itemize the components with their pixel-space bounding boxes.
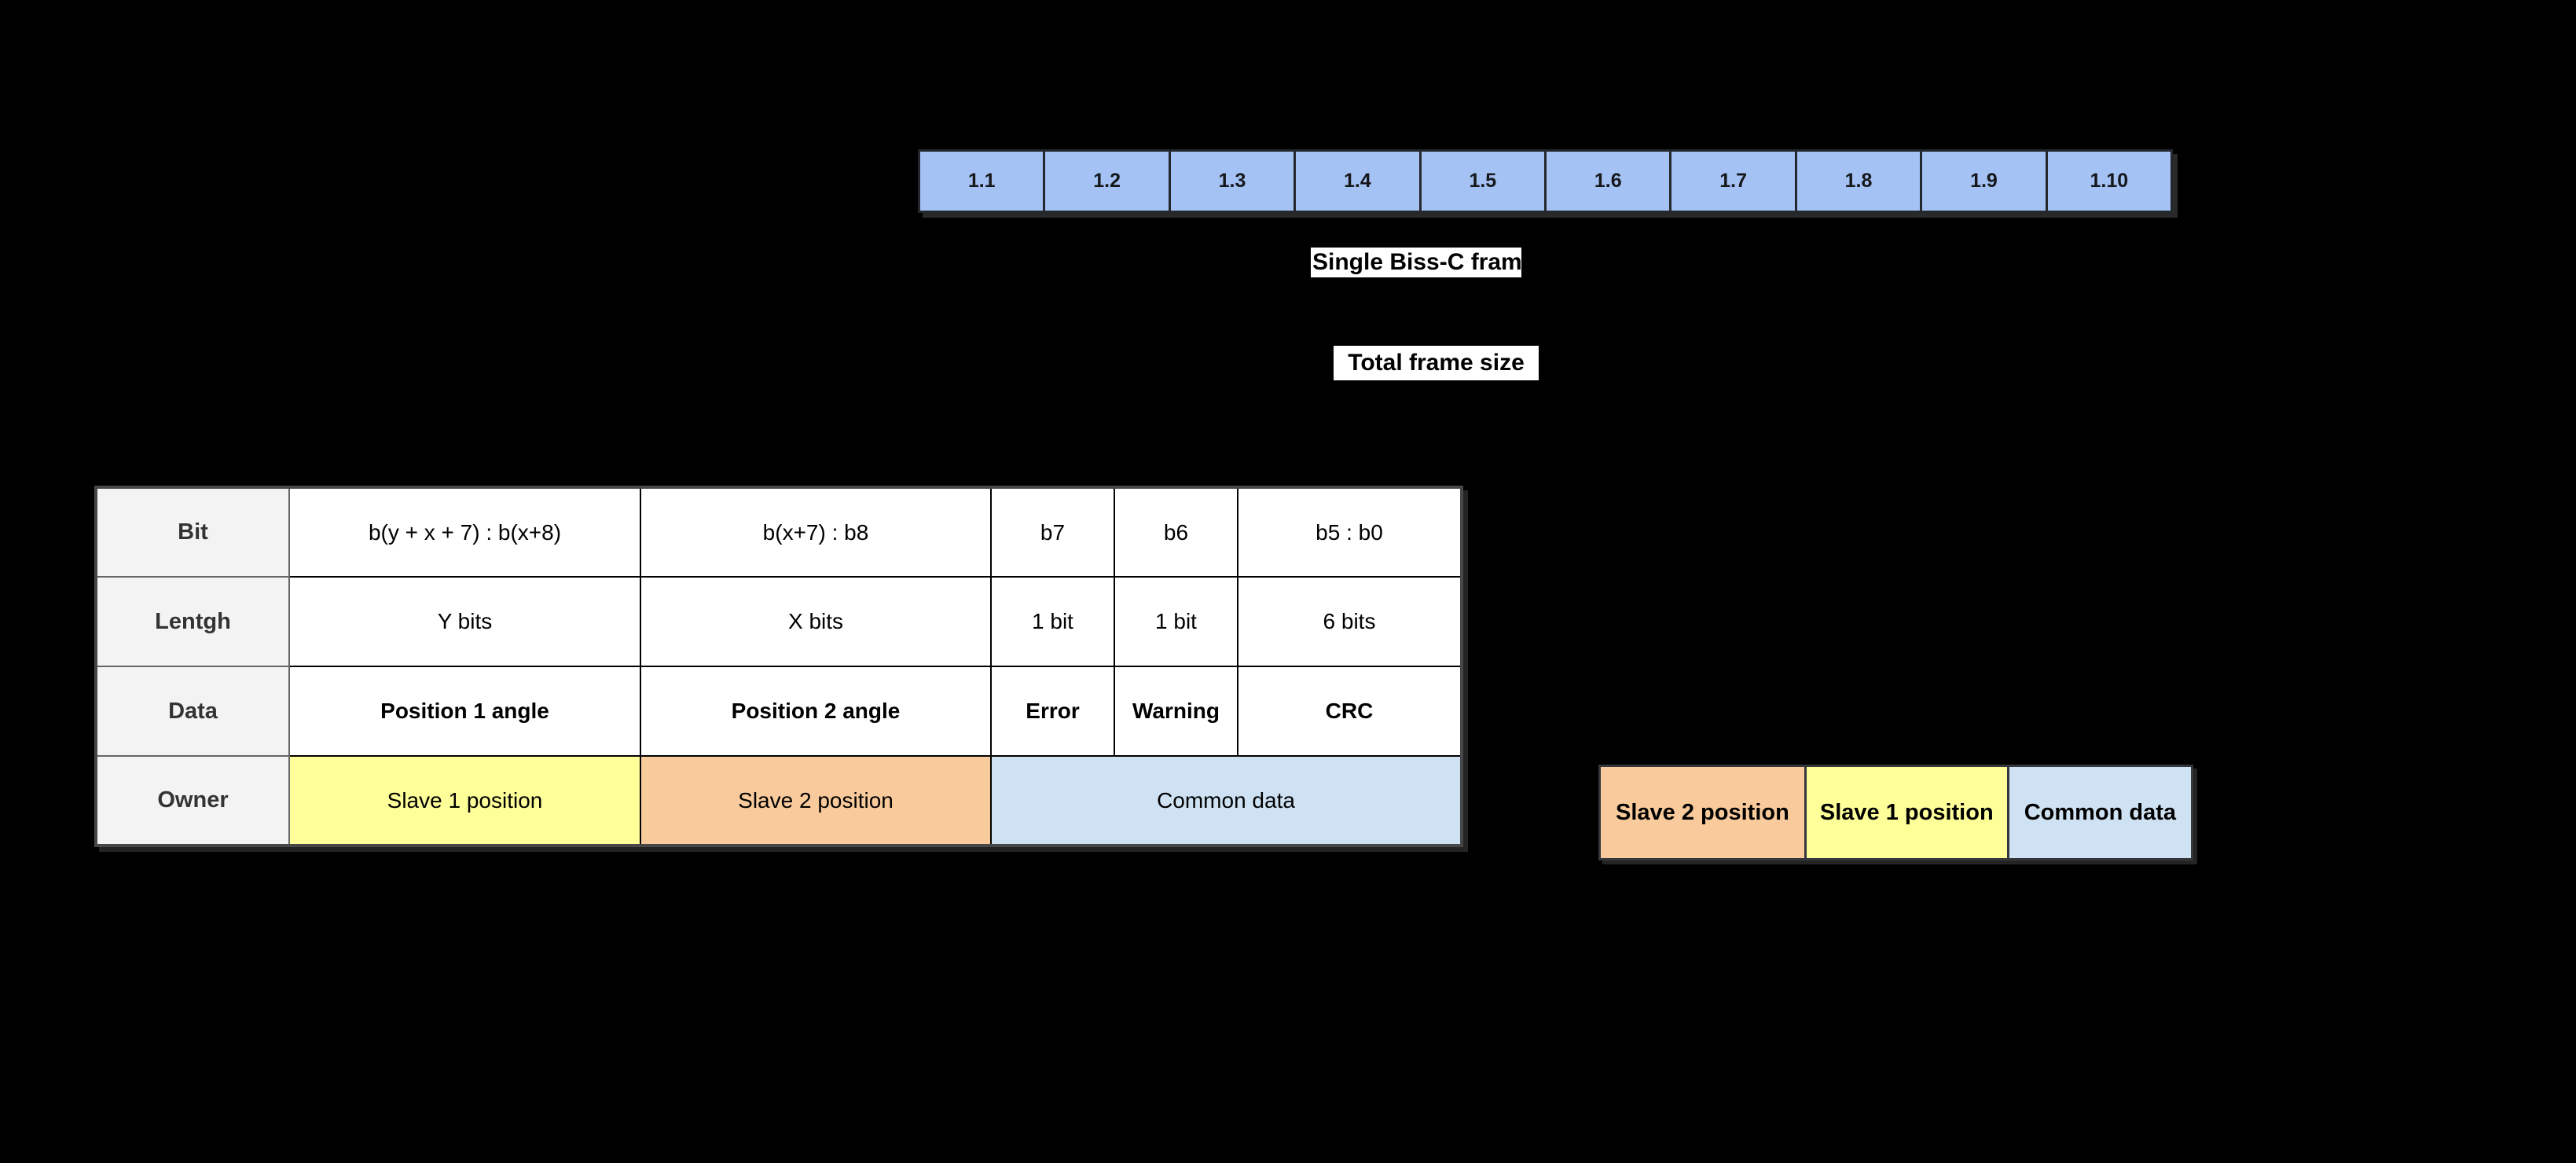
total-frame-size-caption: Total frame size bbox=[1334, 346, 1539, 380]
table-row-owner: Owner Slave 1 position Slave 2 position … bbox=[95, 755, 1462, 846]
frame-cell-1-8: 1.8 bbox=[1794, 152, 1921, 211]
table-row-data: Data Position 1 angle Position 2 angle E… bbox=[95, 666, 1462, 757]
owner-slave1-position: Slave 1 position bbox=[288, 755, 641, 846]
owner-slave2-position: Slave 2 position bbox=[640, 755, 992, 846]
row-header-length: Lentgh bbox=[95, 576, 290, 667]
length-1bit-error: 1 bit bbox=[990, 576, 1115, 667]
frame-cell-1-10: 1.10 bbox=[2045, 152, 2171, 211]
owner-common-data: Common data bbox=[990, 755, 1462, 846]
single-frame-caption: Single Biss-C frame bbox=[1311, 248, 1521, 277]
frame-cell-1-3: 1.3 bbox=[1168, 152, 1294, 211]
data-position1-angle: Position 1 angle bbox=[288, 666, 641, 757]
data-warning: Warning bbox=[1114, 666, 1238, 757]
data-position2-angle: Position 2 angle bbox=[640, 666, 992, 757]
frame-sequence-row: 1.1 1.2 1.3 1.4 1.5 1.6 1.7 1.8 1.9 1.10 bbox=[918, 149, 2173, 213]
table-row-bit: Bit b(y + x + 7) : b(x+8) b(x+7) : b8 b7… bbox=[95, 486, 1462, 578]
row-header-data: Data bbox=[95, 666, 290, 757]
data-error: Error bbox=[990, 666, 1115, 757]
length-1bit-warning: 1 bit bbox=[1114, 576, 1238, 667]
bit-b6: b6 bbox=[1114, 486, 1238, 578]
legend-common-data: Common data bbox=[2006, 767, 2191, 858]
length-y-bits: Y bits bbox=[288, 576, 641, 667]
bit-b5-b0: b5 : b0 bbox=[1237, 486, 1462, 578]
length-6bits-crc: 6 bits bbox=[1237, 576, 1462, 667]
row-header-owner: Owner bbox=[95, 755, 290, 846]
legend-slave1-position: Slave 1 position bbox=[1804, 767, 2007, 858]
data-crc: CRC bbox=[1237, 666, 1462, 757]
frame-cell-1-5: 1.5 bbox=[1418, 152, 1545, 211]
bit-range-position1: b(y + x + 7) : b(x+8) bbox=[288, 486, 641, 578]
length-x-bits: X bits bbox=[640, 576, 992, 667]
frame-cell-1-4: 1.4 bbox=[1294, 152, 1419, 211]
bit-range-position2: b(x+7) : b8 bbox=[640, 486, 992, 578]
frame-cell-1-9: 1.9 bbox=[1920, 152, 2046, 211]
owner-legend-row: Slave 2 position Slave 1 position Common… bbox=[1598, 765, 2193, 860]
frame-cell-1-2: 1.2 bbox=[1043, 152, 1169, 211]
frame-cell-1-7: 1.7 bbox=[1669, 152, 1795, 211]
table-row-length: Lentgh Y bits X bits 1 bit 1 bit 6 bits bbox=[95, 576, 1462, 667]
frame-cell-1-1: 1.1 bbox=[920, 152, 1044, 211]
legend-slave2-position: Slave 2 position bbox=[1601, 767, 1804, 858]
bit-b7: b7 bbox=[990, 486, 1115, 578]
row-header-bit: Bit bbox=[95, 486, 290, 578]
frame-cell-1-6: 1.6 bbox=[1544, 152, 1670, 211]
bit-field-table: Bit b(y + x + 7) : b(x+8) b(x+7) : b8 b7… bbox=[94, 486, 1463, 847]
